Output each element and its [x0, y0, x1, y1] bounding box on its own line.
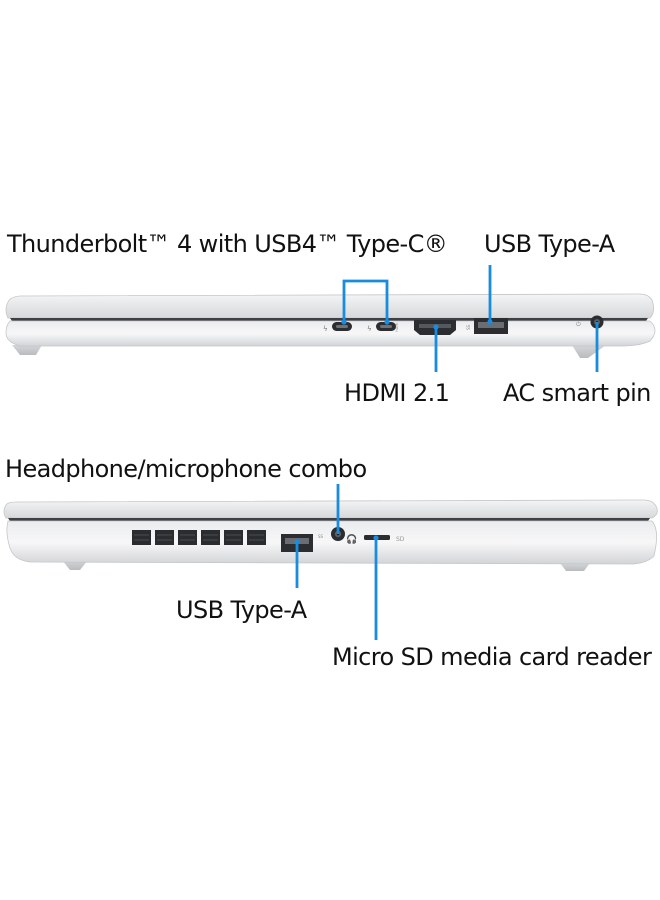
usb-a-label-bottom: USB Type-A [176, 596, 307, 624]
callout-dot [341, 319, 347, 325]
callout-dot [487, 319, 493, 325]
laptop-right-side: ϟ ϟ HDMI SS ⏻ [5, 293, 656, 358]
usb-port-marking: SS [466, 324, 471, 330]
thunderbolt-label: Thunderbolt™ 4 with USB4™ Type-C® [7, 230, 448, 258]
laptop-left-side: SS 🎧 SD [3, 499, 658, 571]
hdmi-label: HDMI 2.1 [344, 379, 450, 407]
laptop-base [6, 520, 657, 565]
ac-pin-label: AC smart pin [503, 379, 651, 407]
callout-dots-bottom [294, 535, 379, 545]
power-icon: ⏻ [576, 321, 581, 328]
callout-dot [294, 539, 300, 545]
sd-reader-label: Micro SD media card reader [332, 643, 652, 671]
lid-gap [8, 518, 650, 521]
vent-slot [132, 530, 151, 545]
laptop-lid [3, 499, 658, 519]
callout-dot [373, 535, 379, 541]
sd-marking: SD [396, 536, 405, 543]
vent-slot [178, 530, 197, 545]
callout-dots-top [341, 319, 493, 330]
callout-lines-top [342, 265, 599, 372]
vent-slot [247, 530, 266, 545]
laptop-foot [12, 345, 42, 355]
headphone-icon: 🎧 [346, 533, 357, 545]
hdmi-port-marking: HDMI [395, 323, 399, 332]
laptop-lid [5, 293, 654, 319]
lid-gap [10, 318, 648, 321]
callout-dot [433, 324, 439, 330]
vent-slot [155, 530, 174, 545]
thunderbolt-port-1: ϟ [323, 322, 352, 333]
usb-a-label-top: USB Type-A [484, 230, 615, 258]
thunderbolt-port-2: ϟ [367, 322, 396, 333]
thunderbolt-icon: ϟ [367, 325, 372, 333]
thunderbolt-callout-bracket [342, 279, 389, 322]
laptop-foot [572, 345, 606, 358]
usb-a-port: SS [466, 318, 508, 334]
usb-port-marking: SS [318, 534, 324, 539]
vent-slot [224, 530, 243, 545]
thunderbolt-icon: ϟ [323, 325, 328, 333]
laptop-base [5, 320, 656, 347]
vent-slot [201, 530, 220, 545]
callout-dot [384, 319, 390, 325]
audio-combo-label: Headphone/microphone combo [5, 455, 367, 483]
cooling-vents [132, 530, 266, 545]
callout-lines-bottom [295, 484, 378, 640]
laptop-foot [560, 563, 590, 571]
